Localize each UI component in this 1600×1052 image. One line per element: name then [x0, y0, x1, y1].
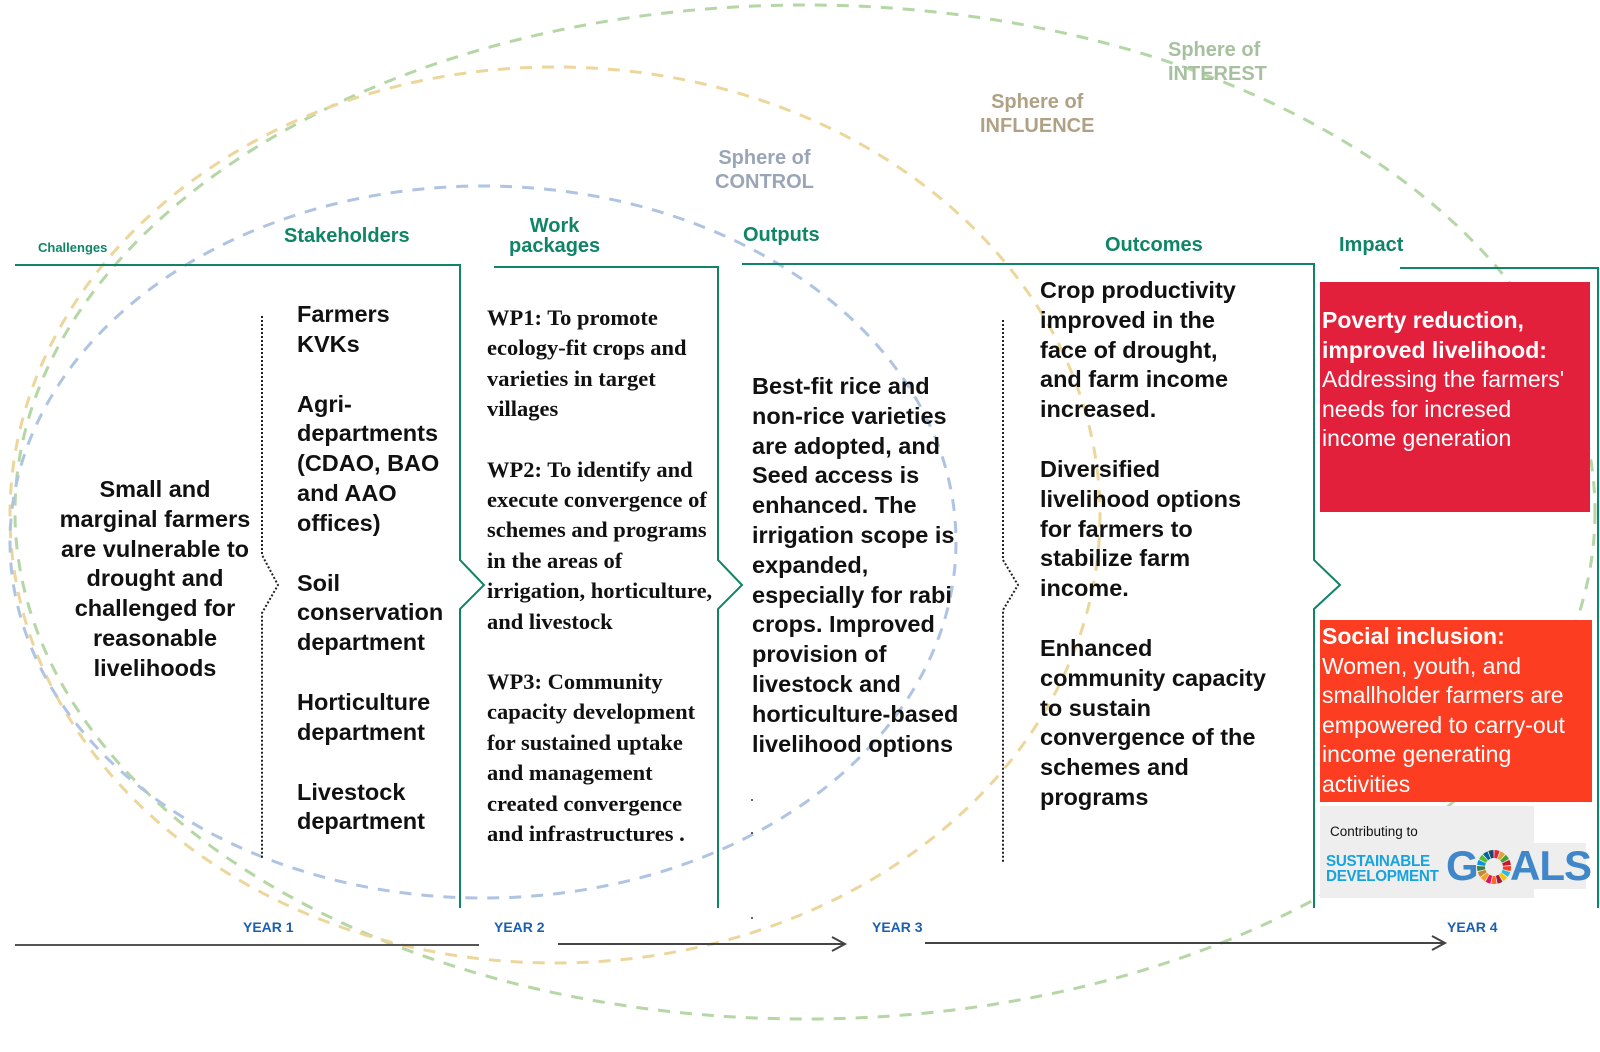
work-package-item: WP1: To promote ecology-fit crops and va…	[487, 305, 687, 422]
sdg-wheel-segment	[1498, 872, 1508, 882]
challenges-text: Small and marginal farmers are vulnerabl…	[59, 476, 251, 681]
timeline-year-4: YEAR 4	[1447, 919, 1498, 935]
sdg-wheel-segment	[1495, 874, 1503, 884]
impact-frame	[1400, 267, 1599, 908]
work-packages-list: WP1: To promote ecology-fit crops and va…	[487, 303, 723, 850]
sphere-of-control-label: Sphere of CONTROL	[715, 146, 814, 194]
impact-box-social-inclusion: Social inclusion: Women, youth, and smal…	[1320, 620, 1592, 802]
sdg-word-development: DEVELOPMENT	[1326, 868, 1439, 885]
sphere-of-control-ellipse	[8, 184, 958, 900]
stakeholder-item: Farmers KVKs	[297, 301, 390, 357]
outcome-item: Enhanced community capacity to sustain c…	[1040, 634, 1266, 810]
timeline-arrowhead-2	[831, 936, 848, 952]
impact-box-text: Women, youth, and smallholder farmers ar…	[1322, 652, 1565, 797]
timeline-year-1: YEAR 1	[243, 919, 294, 935]
timeline-arrowhead-3	[1431, 935, 1448, 951]
outcome-item: Diversified livelihood options for farme…	[1040, 455, 1242, 602]
sdg-wheel-segment	[1482, 851, 1491, 861]
sdg-wheel-segment	[1477, 859, 1486, 866]
stakeholder-item: Livestock department	[297, 778, 425, 835]
sdg-wheel-segment	[1502, 859, 1511, 866]
work-packages-heading-line1: Work	[529, 215, 580, 237]
sdg-wheel-segment	[1480, 872, 1490, 882]
impact-box-title: Poverty reduction, improved livelihood:	[1322, 307, 1547, 363]
work-packages-heading: Work packages	[509, 216, 600, 256]
work-packages-heading-line2: packages	[509, 235, 601, 257]
sdg-wheel-segment	[1502, 865, 1511, 872]
sdg-contributing-text: Contributing to	[1330, 824, 1418, 839]
stakeholders-heading: Stakeholders	[284, 225, 410, 247]
stray-dot	[751, 917, 753, 919]
sdg-wheel-segment	[1500, 854, 1509, 863]
challenges-heading: Challenges	[38, 240, 108, 255]
sdg-goals-als: ALS	[1510, 842, 1592, 889]
sdg-wheel-icon	[1477, 850, 1511, 884]
stakeholder-item: Horticulture department	[297, 688, 431, 745]
sdg-wheel-segment	[1477, 869, 1487, 877]
outputs-outcomes-frame	[742, 263, 1342, 908]
outcomes-list: Crop productivity improved in the face o…	[1040, 276, 1280, 813]
sphere-of-control-line1: Sphere of	[718, 147, 811, 169]
sphere-of-interest-ellipse	[13, 3, 1597, 1021]
outcomes-brace	[1002, 320, 1020, 862]
challenges-stakeholders-frame	[15, 264, 486, 908]
sdg-wheel-segment	[1485, 874, 1493, 884]
stakeholder-item: Agri-departments (CDAO, BAO and AAO offi…	[297, 390, 440, 536]
stakeholders-brace	[261, 316, 280, 858]
sdg-wheel-segment	[1488, 850, 1494, 859]
outcomes-heading: Outcomes	[1105, 234, 1203, 256]
sdg-wheel-segment	[1494, 850, 1500, 859]
sdg-wheel-segment	[1479, 854, 1488, 863]
sphere-of-influence-ellipse	[8, 65, 1102, 965]
sphere-of-influence-line1: Sphere of	[991, 91, 1084, 113]
sdg-wheel-segment	[1477, 865, 1486, 872]
stakeholders-list: Farmers KVKs Agri-departments (CDAO, BAO…	[297, 300, 467, 837]
timeline-year-2: YEAR 2	[494, 919, 545, 935]
sdg-wheel-segment	[1501, 869, 1511, 877]
stakeholder-item: Soil conservation department	[297, 569, 444, 656]
sphere-of-interest-label: Sphere of INTEREST	[1168, 38, 1267, 86]
sphere-of-interest-line1: Sphere of	[1168, 39, 1261, 61]
impact-box-poverty-reduction: Poverty reduction, improved livelihood: …	[1320, 282, 1590, 512]
impact-box-text: Addressing the farmers' needs for incres…	[1322, 366, 1565, 452]
sphere-of-influence-label: Sphere of INFLUENCE	[980, 90, 1094, 138]
sdg-goals-panel: G ALS	[1446, 842, 1592, 889]
stray-dot	[751, 832, 753, 834]
work-package-item: WP2: To identify and execute convergence…	[487, 456, 713, 634]
sdg-wheel-segment	[1497, 851, 1506, 861]
sdg-word-sustainable: SUSTAINABLE	[1326, 853, 1430, 870]
sphere-of-interest-line2: INTEREST	[1168, 63, 1267, 85]
work-packages-frame	[494, 266, 744, 908]
work-package-item: WP3: Community capacity development for …	[487, 669, 696, 847]
impact-heading: Impact	[1339, 234, 1404, 256]
impact-box-title: Social inclusion:	[1322, 623, 1505, 649]
stray-dot	[751, 799, 753, 801]
sphere-of-control-line2: CONTROL	[715, 171, 814, 193]
outputs-heading: Outputs	[743, 224, 820, 246]
outputs-text: Best-fit rice and non-rice varieties are…	[752, 373, 959, 757]
timeline-year-3: YEAR 3	[872, 919, 923, 935]
sdg-goals-g: G	[1446, 842, 1479, 889]
outcome-item: Crop productivity improved in the face o…	[1040, 277, 1236, 423]
sdg-wheel-segment	[1491, 875, 1497, 884]
sphere-of-influence-line2: INFLUENCE	[980, 115, 1095, 137]
